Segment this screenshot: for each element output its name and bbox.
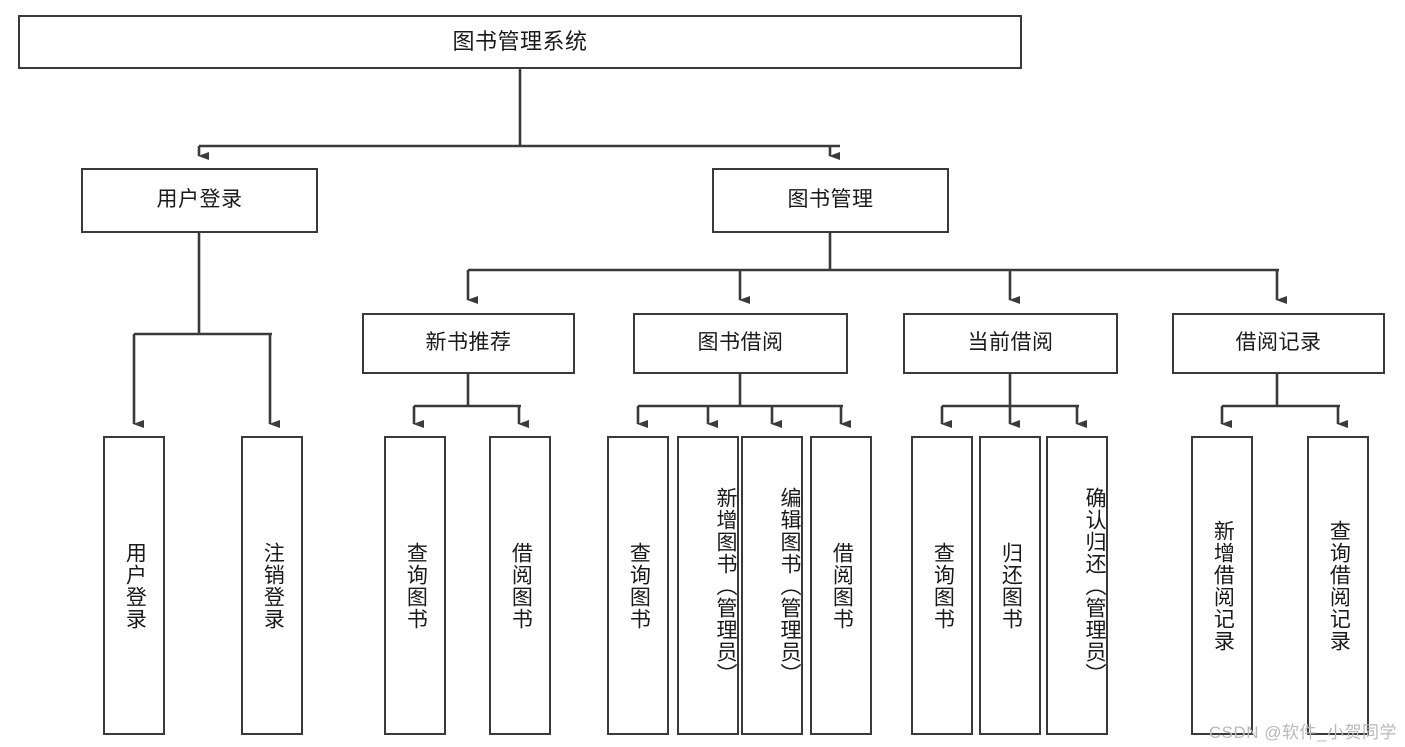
node-new-book-recommend[interactable]: 新书推荐 [362,313,575,374]
node-label: 图书管理 [787,188,874,212]
node-borrow-record[interactable]: 借阅记录 [1172,313,1385,374]
node-label: 新书推荐 [425,331,512,355]
leaf-book-borrow-borrow-book[interactable]: 借阅图书 [810,436,872,735]
node-label: 归还图书 [999,541,1023,630]
node-label: 编辑图书（管理员） [778,486,801,685]
node-label: 查询借阅记录 [1327,519,1351,652]
leaf-borrow-record-add-record[interactable]: 新增借阅记录 [1191,436,1253,735]
node-label: 借阅图书 [509,541,533,630]
node-label: 查询图书 [627,541,651,630]
node-user-login[interactable]: 用户登录 [81,168,318,233]
node-label: 图书管理系统 [452,29,588,55]
node-label: 新增借阅记录 [1211,519,1235,652]
leaf-current-borrow-confirm-return-admin[interactable]: 确认归还（管理员） [1046,436,1108,735]
leaf-book-borrow-edit-book-admin[interactable]: 编辑图书（管理员） [741,436,803,735]
leaf-new-book-query-book[interactable]: 查询图书 [384,436,446,735]
leaf-new-book-borrow-book[interactable]: 借阅图书 [489,436,551,735]
node-label: 借阅图书 [830,541,854,630]
leaf-book-borrow-add-book-admin[interactable]: 新增图书（管理员） [677,436,739,735]
leaf-current-borrow-return-book[interactable]: 归还图书 [979,436,1041,735]
node-label: 确认归还（管理员） [1083,486,1106,685]
node-label: 借阅记录 [1235,331,1322,355]
node-book-borrow[interactable]: 图书借阅 [633,313,848,374]
node-label: 当前借阅 [967,331,1054,355]
node-label: 查询图书 [404,541,428,630]
node-root-book-management-system[interactable]: 图书管理系统 [18,15,1022,69]
node-label: 用户登录 [123,541,147,630]
leaf-borrow-record-query-record[interactable]: 查询借阅记录 [1307,436,1369,735]
node-label: 用户登录 [156,188,243,212]
node-label: 注销登录 [261,541,285,630]
leaf-current-borrow-query-book[interactable]: 查询图书 [911,436,973,735]
node-label: 查询图书 [931,541,955,630]
node-label: 图书借阅 [697,331,784,355]
leaf-user-login-login[interactable]: 用户登录 [103,436,165,735]
leaf-user-login-logout[interactable]: 注销登录 [241,436,303,735]
node-current-borrow[interactable]: 当前借阅 [903,313,1118,374]
node-book-management[interactable]: 图书管理 [712,168,949,233]
node-label: 新增图书（管理员） [714,486,737,685]
leaf-book-borrow-query-book[interactable]: 查询图书 [607,436,669,735]
watermark: CSDN @软件_小贺同学 [1208,723,1397,742]
